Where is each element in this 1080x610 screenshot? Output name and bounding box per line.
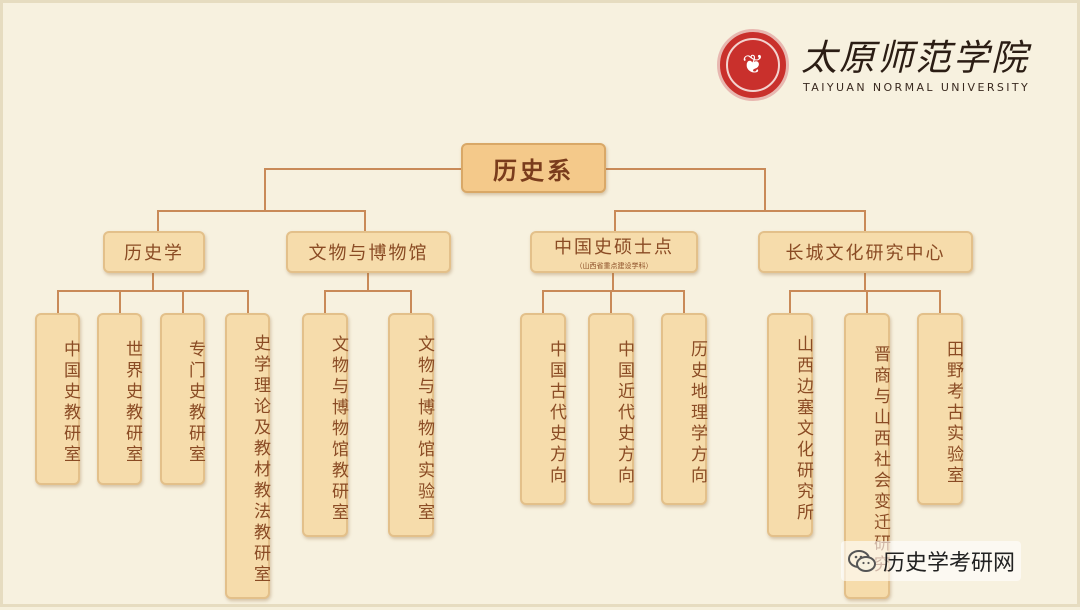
leaf-node: 中国史教研室 xyxy=(35,313,80,485)
branch-node-masters: 中国史硕士点 （山西省重点建设学科） xyxy=(530,231,698,273)
connector-root-left xyxy=(264,168,463,199)
leaf-node: 世界史教研室 xyxy=(97,313,142,485)
branch-node-museum: 文物与博物馆 xyxy=(286,231,451,273)
branch-label: 历史学 xyxy=(124,243,184,264)
leaf-label: 历史地理学方向 xyxy=(687,339,707,487)
connector-b2-bus xyxy=(324,290,412,313)
watermark: 历史学考研网 xyxy=(841,541,1022,581)
wechat-icon xyxy=(848,550,876,572)
leaf-label: 专门史教研室 xyxy=(185,340,205,466)
leaf-node: 文物与博物馆教研室 xyxy=(302,313,348,537)
branch-label: 中国史硕士点 xyxy=(554,237,674,258)
leaf-node: 史学理论及教材教法教研室 xyxy=(225,313,270,599)
leaf-label: 山西边塞文化研究所 xyxy=(793,334,813,524)
branch-node-history: 历史学 xyxy=(103,231,205,273)
leaf-node: 山西边塞文化研究所 xyxy=(767,313,813,537)
connector-lines xyxy=(57,168,941,313)
watermark-text: 历史学考研网 xyxy=(883,551,1016,576)
leaf-node: 中国近代史方向 xyxy=(588,313,634,505)
leaf-label: 中国史教研室 xyxy=(60,340,80,466)
leaf-node: 历史地理学方向 xyxy=(661,313,707,505)
leaf-node: 专门史教研室 xyxy=(160,313,205,485)
leaf-node: 田野考古实验室 xyxy=(917,313,963,505)
university-name-cn: 太原师范学院 xyxy=(801,38,1030,79)
university-logo: ❦ 太原师范学院 TAIYUAN NORMAL UNIVERSITY xyxy=(717,25,1047,105)
university-name-en: TAIYUAN NORMAL UNIVERSITY xyxy=(803,81,1031,94)
connector-b1-bus xyxy=(57,290,249,313)
leaf-label: 晋商与山西社会变迁研究 xyxy=(870,344,890,576)
leaf-node: 中国古代史方向 xyxy=(520,313,566,505)
leaf-label: 中国近代史方向 xyxy=(614,339,634,487)
connector-root-right xyxy=(606,168,766,199)
seal-emblem-icon: ❦ xyxy=(742,50,764,80)
root-node: 历史系 xyxy=(461,143,606,193)
connector-b3-bus xyxy=(542,290,685,313)
root-label: 历史系 xyxy=(493,155,574,185)
leaf-label: 中国古代史方向 xyxy=(546,339,566,487)
leaf-label: 史学理论及教材教法教研室 xyxy=(250,334,270,586)
leaf-label: 文物与博物馆实验室 xyxy=(414,334,434,524)
connector-right-bus xyxy=(614,210,866,231)
branch-node-great-wall: 长城文化研究中心 xyxy=(758,231,973,273)
leaf-label: 田野考古实验室 xyxy=(943,339,963,487)
branch-sublabel: （山西省重点建设学科） xyxy=(575,262,653,270)
connector-left-bus xyxy=(157,210,366,231)
leaf-label: 世界史教研室 xyxy=(122,340,142,466)
branch-label: 文物与博物馆 xyxy=(308,243,429,264)
university-seal-icon: ❦ xyxy=(717,29,789,101)
leaf-label: 文物与博物馆教研室 xyxy=(328,334,348,524)
leaf-node: 文物与博物馆实验室 xyxy=(388,313,434,537)
connector-b4-bus xyxy=(789,290,941,313)
branch-label: 长城文化研究中心 xyxy=(785,243,946,264)
